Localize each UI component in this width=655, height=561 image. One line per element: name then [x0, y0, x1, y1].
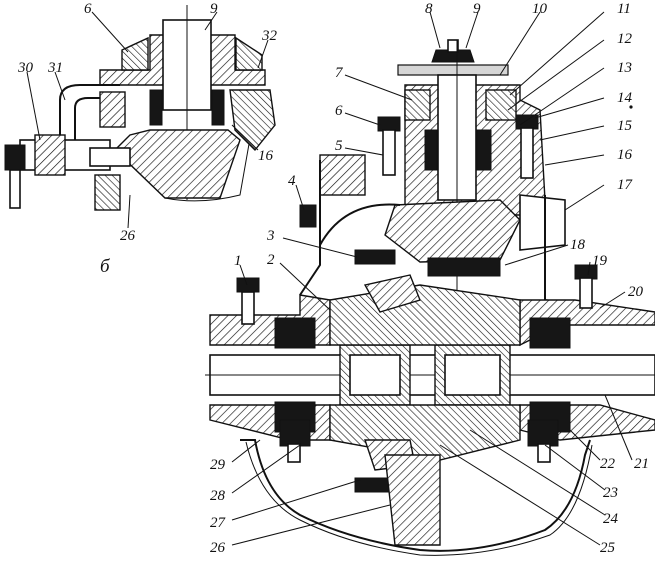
callout-17: 17 [617, 177, 634, 193]
callout-1: 1 [234, 253, 242, 269]
callout-19: 19 [592, 253, 608, 269]
callout-inset-26: 26 [120, 228, 136, 244]
callout-23: 23 [603, 485, 618, 501]
callout-7: 7 [335, 65, 344, 81]
callout-inset-6: 6 [84, 1, 92, 17]
diff-pinion-upper [363, 274, 421, 313]
callout-12: 12 [617, 31, 633, 47]
bolt-23-shank [537, 443, 551, 463]
callout-inset-16: 16 [258, 148, 274, 164]
callout-4: 4 [288, 173, 296, 189]
bolt-shank-19 [579, 277, 593, 309]
diff-case-lower [329, 404, 521, 461]
inset-valve-stem [89, 147, 131, 167]
callout-inset-30: 30 [17, 60, 34, 76]
callout-15: 15 [617, 118, 633, 134]
bolt-head-6 [377, 116, 401, 132]
inset-pipe-fitting [99, 91, 126, 128]
spline-core-left [349, 354, 401, 396]
bolt-shank-6 [382, 129, 396, 176]
seal-cup-left [404, 89, 431, 121]
diff-case-upper [329, 284, 521, 346]
callout-28: 28 [210, 488, 226, 504]
callout-inset-31: 31 [47, 60, 63, 76]
callout-24: 24 [603, 511, 619, 527]
callout-26: 26 [210, 540, 226, 556]
inset-lower-bracket [94, 174, 121, 211]
top-flange-pin [447, 39, 459, 53]
oil-pan-inner [245, 441, 593, 556]
callout-25: 25 [600, 540, 616, 556]
bolt-head-1 [236, 277, 260, 293]
housing-left-wall [299, 160, 321, 296]
plug-4 [299, 204, 317, 228]
bolt-shank-14 [520, 127, 534, 179]
top-flange-plate [397, 64, 509, 76]
callout-20: 20 [628, 284, 644, 300]
seal-cup-right [485, 89, 517, 121]
callout-16: 16 [617, 147, 633, 163]
callout-5: 5 [335, 138, 343, 154]
callout-10: 10 [532, 1, 548, 17]
bolt-23 [527, 419, 559, 447]
inset-bevel-gear [113, 129, 241, 199]
bolt-28 [279, 419, 311, 447]
bolt-head-14 [515, 114, 539, 130]
callout-6: 6 [335, 103, 343, 119]
housing-boss-4 [319, 154, 366, 196]
callout-8: 8 [425, 1, 433, 17]
inset-bearing-right [211, 89, 225, 126]
inset-seal-left [121, 36, 149, 71]
callout-inset-32: 32 [261, 28, 278, 44]
inset-bearing-left [149, 89, 163, 126]
callout-11: 11 [617, 1, 631, 17]
inset-view [4, 5, 276, 211]
bolt-3 [354, 249, 396, 265]
pinion-bearing-right [476, 129, 492, 171]
inset-seal-right [235, 36, 263, 71]
housing-arc [319, 203, 401, 246]
oil-pan [240, 439, 591, 552]
callout-27: 27 [210, 515, 227, 531]
inset-valve-housing [34, 134, 66, 176]
callout-22: 22 [600, 456, 616, 472]
inset-housing-outline [164, 109, 256, 202]
callout-2: 2 [267, 252, 275, 268]
bearing-18 [427, 257, 501, 277]
callout-18: 18 [570, 237, 586, 253]
leader-lines [26, 11, 633, 546]
spline-core-right [444, 354, 501, 396]
bolt-shank-1 [241, 291, 255, 325]
callout-inset-9: 9 [210, 1, 218, 17]
inset-pipe-inner [74, 97, 120, 140]
inset-view-label: б [100, 256, 111, 277]
callout-29: 29 [210, 457, 226, 473]
pinion-bearing-left [424, 129, 438, 171]
inset-pipe-outer [59, 84, 120, 140]
callout-21: 21 [634, 456, 649, 472]
callout-3: 3 [266, 228, 275, 244]
diff-bearing-upper-right [529, 317, 571, 349]
inset-housing-right [229, 89, 276, 152]
drive-pinion-bevel [384, 199, 521, 263]
marker-dot [629, 105, 633, 109]
callout-9: 9 [473, 1, 481, 17]
callout-14: 14 [617, 90, 633, 106]
inset-valve-nut [4, 144, 26, 171]
callout-13: 13 [617, 60, 632, 76]
inset-bracket-plate [9, 169, 21, 209]
side-cover-17 [519, 194, 566, 251]
crown-gear [384, 454, 441, 546]
diff-bearing-upper-left [274, 317, 316, 349]
